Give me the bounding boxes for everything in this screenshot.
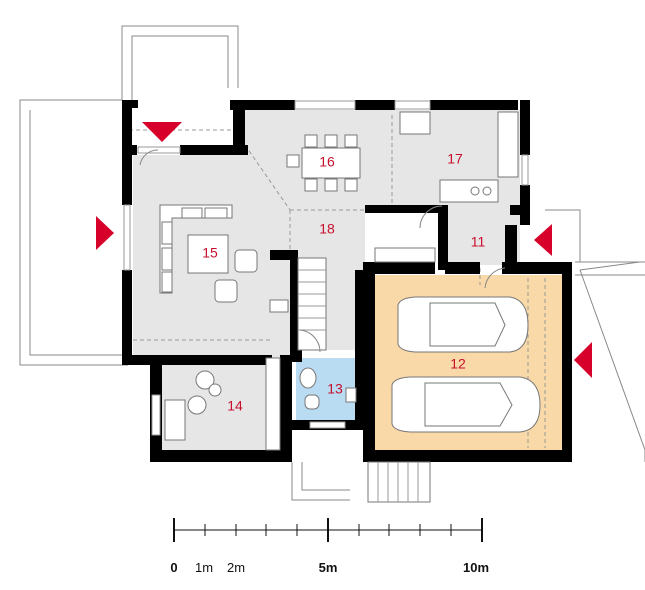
room-labels: 16 17 15 18 11 12 13 14 (202, 151, 485, 414)
office-desk (164, 399, 186, 441)
entrance-arrows (96, 122, 592, 378)
garage-arrow-right-icon (574, 342, 592, 378)
room-label-11: 11 (471, 234, 486, 250)
entrance-arrow-left-icon (96, 216, 114, 250)
cars (391, 296, 541, 433)
walls (122, 100, 572, 462)
room-label-13: 13 (327, 381, 343, 397)
room-label-18: 18 (319, 221, 335, 237)
terrace-outlines (19, 25, 645, 501)
room-label-14: 14 (227, 398, 243, 414)
entrance-arrow-right-icon (534, 224, 552, 256)
entrance-arrow-top-icon (142, 122, 182, 142)
scale-tick-5m: 5m (319, 560, 338, 575)
room-label-17: 17 (447, 151, 463, 167)
room-label-16: 16 (319, 154, 335, 170)
doors (139, 149, 506, 353)
dining-table (301, 147, 361, 179)
room-label-12: 12 (450, 356, 466, 372)
scale-tick-2m: 2m (227, 560, 245, 575)
room-label-15: 15 (202, 245, 218, 261)
scale-tick-1m: 1m (195, 560, 213, 575)
scale-bar: 0 1m 2m 5m 10m (170, 518, 489, 575)
coffee-table (187, 234, 229, 274)
scale-tick-10m: 10m (463, 560, 489, 575)
furniture (159, 111, 519, 451)
scale-tick-0: 0 (170, 560, 177, 575)
windows (123, 100, 529, 436)
staircase (297, 257, 431, 503)
